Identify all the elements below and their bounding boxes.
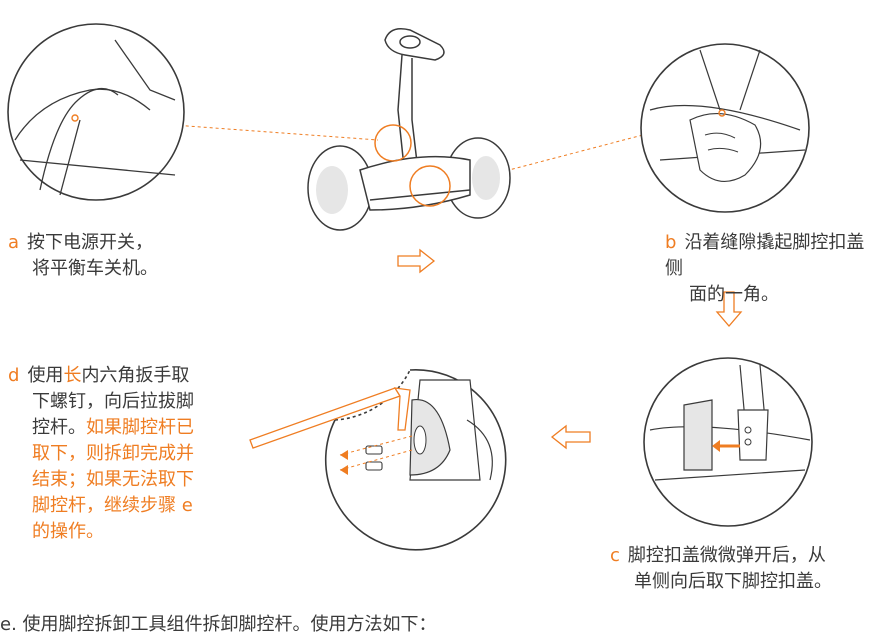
detail-circle-d [324, 369, 507, 551]
arrow-down-icon [715, 291, 743, 327]
step-d-line5: 结束；如果无法取下 [32, 469, 194, 490]
scooter-drawing [307, 28, 511, 231]
step-a-line1: 按下电源开关， [27, 232, 154, 253]
step-b-line2: 面的一角。 [689, 284, 779, 305]
step-d-line2: 下螺钉，向后拉拔脚 [32, 391, 194, 412]
hex-key [249, 387, 411, 449]
step-c-text: c 脚控扣盖微微弹开后，从 单侧向后取下脚控扣盖。 [610, 543, 873, 595]
step-d-line1-pre: 使用 [27, 365, 64, 386]
arrow-left-icon [550, 424, 591, 450]
step-d-line3-plain: 控杆。 [32, 417, 86, 438]
step-d-line3: 控杆。如果脚控杆已 [8, 415, 248, 441]
step-d-text: d 使用长内六角扳手取 下螺钉，向后拉拔脚 控杆。如果脚控杆已 取下，则拆卸完成并… [8, 363, 248, 545]
step-d-line1-post: 内六角扳手取 [81, 365, 190, 386]
arrow-right-icon [397, 248, 436, 274]
step-c-line1: 脚控扣盖微微弹开后，从 [627, 545, 826, 566]
detail-circle-c [643, 357, 813, 527]
step-c-label: c [610, 545, 620, 566]
step-b-line1: 沿着缝隙撬起脚控扣盖侧 [665, 232, 865, 279]
step-d-line3-highlight: 如果脚控杆已 [86, 417, 194, 438]
step-a-line2: 将平衡车关机。 [32, 258, 158, 279]
step-d-line7: 的操作。 [32, 521, 104, 542]
step-d-label: d [8, 365, 20, 386]
step-c-line2: 单侧向后取下脚控扣盖。 [634, 571, 832, 592]
step-d-line4: 取下，则拆卸完成并 [32, 443, 194, 464]
step-e-text: e. 使用脚控拆卸工具组件拆卸脚控杆。使用方法如下： [0, 614, 437, 635]
step-a-label: a [8, 232, 20, 253]
step-a-text: a 按下电源开关， 将平衡车关机。 [8, 230, 238, 282]
step-d-line6: 脚控杆，继续步骤 e [32, 495, 193, 516]
step-d-line1-highlight: 长 [63, 365, 82, 386]
step-b-label: b [665, 232, 677, 253]
detail-circle-b [640, 43, 810, 213]
detail-circle-a [7, 23, 185, 201]
